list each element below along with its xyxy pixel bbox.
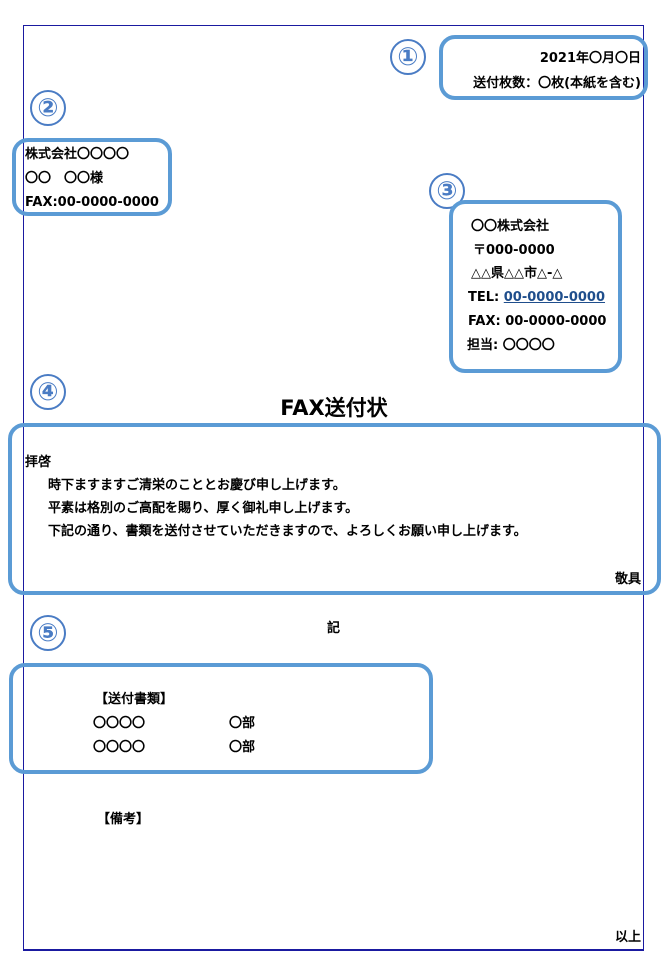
remarks-heading: 【備考】 [97, 812, 150, 827]
sender-address: △△県△△市△-△ [471, 266, 563, 281]
sender-tel-link[interactable]: 00-0000-0000 [503, 290, 606, 305]
body-line-2: 平素は格別のご高配を賜り、厚く御礼申し上げます。 [48, 501, 359, 516]
document-item-name: 〇〇〇〇 [93, 716, 146, 731]
annotation-number-3: ③ [429, 173, 465, 209]
ki-marker: 記 [327, 621, 341, 636]
recipient-name: 〇〇 〇〇様 [25, 171, 104, 186]
annotation-number-2: ② [30, 90, 66, 126]
body-line-3: 下記の通り、書類を送付させていただきますので、よろしくお願い申し上げます。 [48, 524, 527, 539]
annotation-number-5: ⑤ [30, 615, 66, 651]
documents-heading: 【送付書類】 [95, 692, 174, 707]
document-item-count: 〇部 [229, 716, 256, 731]
page-border [23, 25, 644, 951]
sender-tel: TEL: 00-0000-0000 [468, 291, 605, 304]
document-item-name: 〇〇〇〇 [93, 740, 146, 755]
sender-postal: 〒000-0000 [473, 243, 555, 258]
sender-fax: FAX: 00-0000-0000 [468, 314, 607, 329]
annotation-number-1: ① [390, 39, 426, 75]
body-line-1: 時下ますますご清栄のこととお慶び申し上げます。 [48, 478, 346, 493]
recipient-company: 株式会社〇〇〇〇 [25, 147, 130, 162]
sender-company: 〇〇株式会社 [471, 219, 550, 234]
sender-contact: 担当: 〇〇〇〇 [467, 338, 555, 353]
annotation-number-4: ④ [30, 374, 66, 410]
closing: 敬具 [614, 572, 641, 587]
recipient-fax: FAX:00-0000-0000 [25, 195, 159, 210]
sender-tel-label: TEL: [468, 290, 504, 305]
end-marker: 以上 [614, 930, 641, 945]
document-item-count: 〇部 [229, 740, 256, 755]
opening-salutation: 拝啓 [25, 455, 52, 470]
page-count: 送付枚数：〇枚(本紙を含む) [473, 76, 641, 91]
document-title: FAX送付状 [280, 396, 388, 420]
date: 2021年〇月〇日 [539, 51, 641, 66]
